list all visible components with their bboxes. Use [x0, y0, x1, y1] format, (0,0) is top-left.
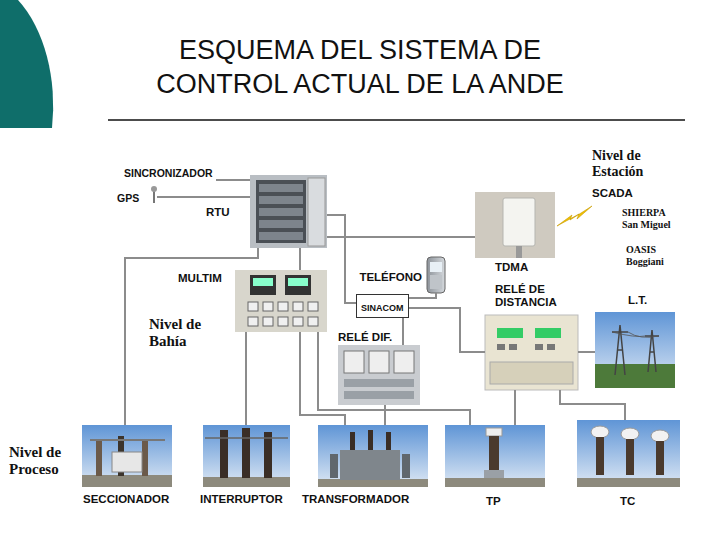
node-label: RELÉ DIF.	[338, 331, 392, 344]
node-label: TELÉFONO	[359, 271, 422, 284]
level-label: SHIERPA San Miguel	[622, 207, 678, 231]
circuit-breaker: INTERRUPTOR	[203, 425, 290, 487]
rele-dif-photo	[338, 345, 420, 405]
wire-connector	[409, 308, 486, 352]
level-label: Nivel de Bahía	[149, 316, 221, 350]
rtu-photo	[250, 175, 327, 248]
tc-photo	[577, 420, 680, 487]
voltage-transformer: TP	[445, 425, 545, 487]
node-label: RELÉ DE DISTANCIA	[495, 283, 577, 309]
node-label: MULTIM	[178, 272, 222, 285]
level-label: OASIS Boggiani	[626, 244, 680, 268]
wire-connector	[245, 332, 247, 425]
multim-photo	[235, 270, 327, 332]
node-label: RTU	[206, 206, 230, 219]
node-label: L.T.	[628, 294, 647, 307]
corner-shape	[0, 0, 53, 128]
wire-connector	[578, 351, 595, 353]
radio-link	[557, 206, 592, 226]
wire-connector	[327, 215, 356, 303]
seccionador-photo	[82, 425, 172, 487]
lt-photo	[595, 312, 675, 388]
phone: TELÉFONO	[427, 257, 445, 293]
level-label: Nivel de Estación	[592, 148, 664, 180]
title-rule	[108, 119, 685, 121]
part-label: SCADA	[592, 187, 633, 200]
tdma-unit: TDMA	[475, 192, 555, 258]
node-label: SINACOM	[361, 303, 404, 314]
tp-photo	[445, 425, 545, 487]
tdma-photo	[475, 192, 555, 258]
rele-distancia-photo	[485, 315, 578, 390]
phone-icon	[427, 257, 445, 293]
transmission-line: L.T.	[595, 312, 675, 388]
sinacom-box: SINACOM	[356, 294, 409, 318]
wire-connector	[514, 390, 516, 425]
distance-relay: RELÉ DE DISTANCIA	[485, 315, 578, 390]
wire-connector	[402, 318, 404, 345]
node-label: TDMA	[495, 261, 528, 274]
rtu-cabinet: RTU	[250, 175, 327, 248]
wire-connector	[300, 332, 345, 425]
wire-connector	[299, 248, 301, 270]
level-label: Nivel de Proceso	[9, 444, 79, 478]
wire-connector	[327, 236, 475, 238]
differential-relay: RELÉ DIF.	[338, 345, 420, 405]
node-label: TP	[486, 495, 501, 508]
node-label: TC	[620, 495, 635, 508]
multimeter-panel: MULTIM	[235, 270, 327, 332]
node-label: INTERRUPTOR	[200, 493, 283, 506]
transformer: TRANSFORMADOR	[318, 425, 428, 487]
part-label: SINCRONIZADOR	[124, 167, 213, 180]
diagram-title: ESQUEMA DEL SISTEMA DE CONTROL ACTUAL DE…	[110, 33, 610, 101]
wire-connector	[560, 390, 625, 420]
disconnector: SECCIONADOR	[82, 425, 172, 487]
wire-connector	[384, 405, 386, 425]
wire-connector	[409, 293, 437, 298]
node-label: SECCIONADOR	[83, 493, 169, 506]
interruptor-photo	[203, 425, 290, 487]
wire-connector	[125, 248, 258, 425]
gps-antenna	[151, 180, 250, 203]
current-transformer: TC	[577, 420, 680, 487]
wire-connector	[318, 332, 470, 425]
transformador-photo	[318, 425, 428, 487]
node-label: TRANSFORMADOR	[302, 493, 409, 506]
part-label: GPS	[117, 192, 139, 205]
